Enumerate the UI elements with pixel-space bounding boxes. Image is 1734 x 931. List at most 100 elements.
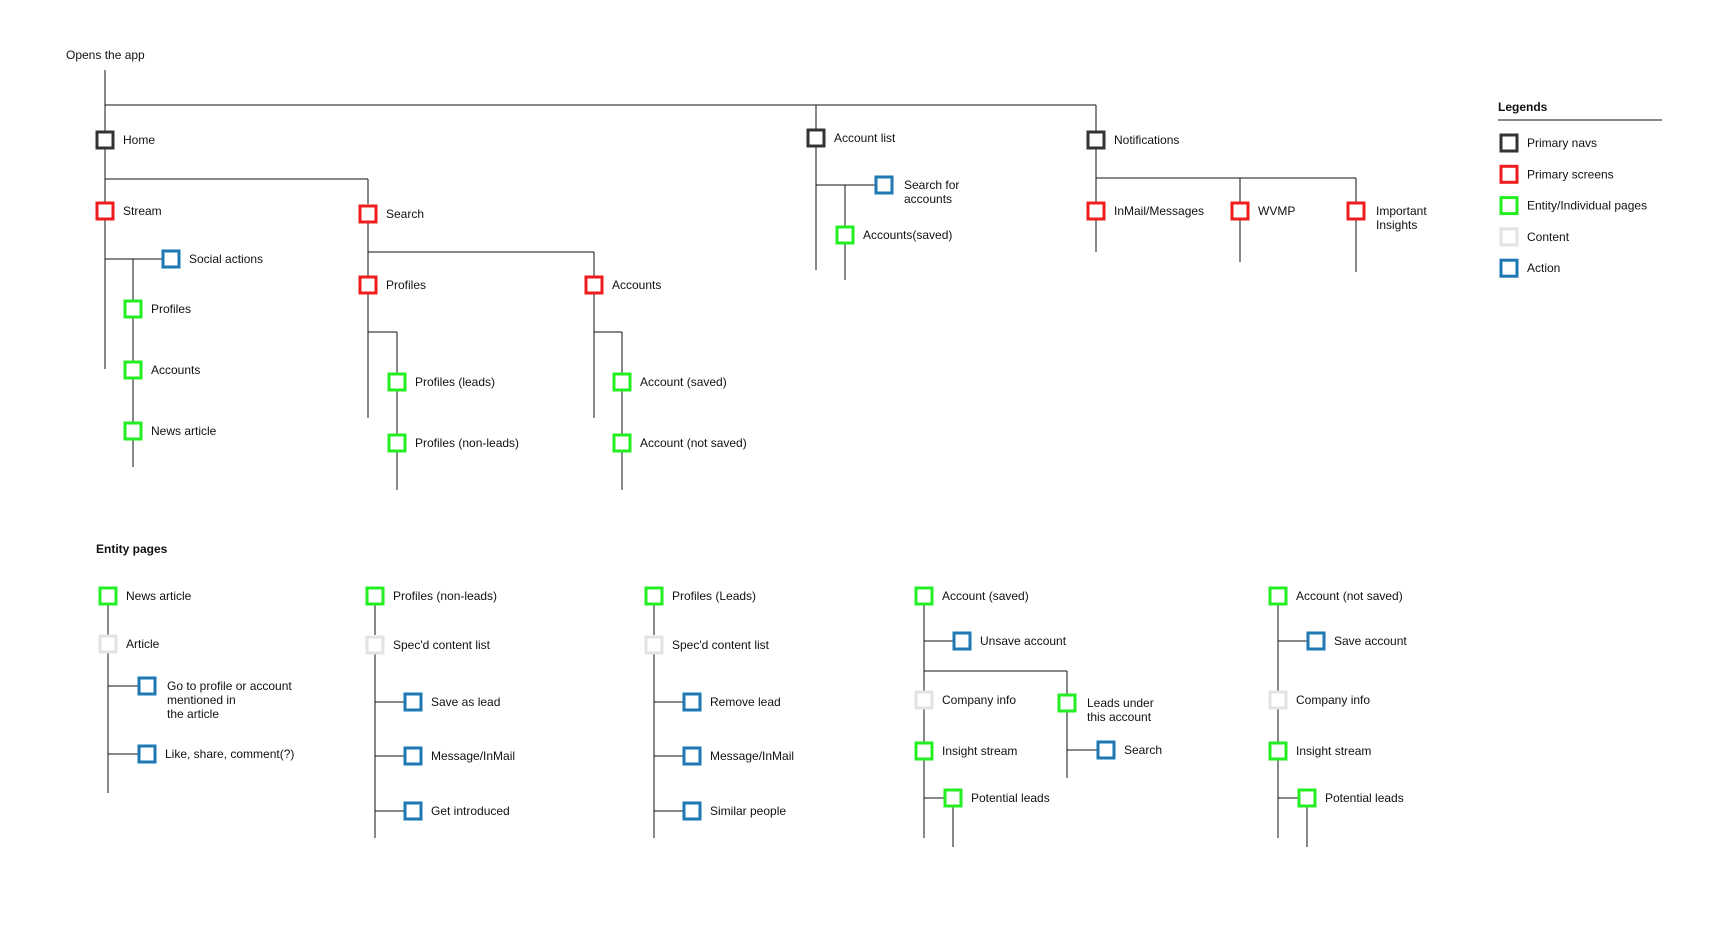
stream-node	[95, 201, 115, 221]
ep-leads-message-node	[682, 746, 702, 766]
ep-goto-profile-node	[137, 676, 157, 696]
social-actions-node	[161, 249, 181, 269]
wvmp-label: WVMP	[1258, 204, 1295, 218]
ep-nonleads-message-label: Message/InMail	[431, 749, 515, 763]
notifications-label: Notifications	[1114, 133, 1179, 147]
inmail-messages-node	[1086, 201, 1106, 221]
search-accounts-label: Accounts	[612, 278, 661, 292]
inmail-messages-label: InMail/Messages	[1114, 204, 1204, 218]
ep-saved-insight-stream-label: Insight stream	[942, 744, 1017, 758]
ep-get-introduced-node	[403, 801, 423, 821]
ep-profiles-leads-node	[644, 586, 664, 606]
ep-account-not-saved-label: Account (not saved)	[1296, 589, 1403, 603]
legend-content-label: Content	[1527, 230, 1570, 244]
ep-like-share-label: Like, share, comment(?)	[165, 747, 294, 761]
stream-news-article-label: News article	[151, 424, 217, 438]
ep-news-article-node	[98, 586, 118, 606]
accounts-saved-label: Accounts(saved)	[863, 228, 952, 242]
ep-article-label: Article	[126, 637, 160, 651]
ep-nonleads-content-label: Spec'd content list	[393, 638, 491, 652]
nav-account-not-saved-label: Account (not saved)	[640, 436, 747, 450]
ep-unsave-account-label: Unsave account	[980, 634, 1067, 648]
home-label: Home	[123, 133, 155, 147]
profiles-nonleads-label: Profiles (non-leads)	[415, 436, 519, 450]
ep-notsaved-company-info-label: Company info	[1296, 693, 1370, 707]
nav-account-not-saved-node	[612, 433, 632, 453]
ep-notsaved-potential-leads-label: Potential leads	[1325, 791, 1404, 805]
stream-profiles-node	[123, 299, 143, 319]
account-list-node	[806, 128, 826, 148]
ep-saved-company-info-label: Company info	[942, 693, 1016, 707]
search-label: Search	[386, 207, 424, 221]
search-profiles-node	[358, 275, 378, 295]
ep-account-not-saved-node	[1268, 586, 1288, 606]
ep-leads-content-node	[644, 635, 664, 655]
ep-article-node	[98, 634, 118, 654]
legend-primary_nav-node	[1499, 133, 1519, 153]
profiles-leads-label: Profiles (leads)	[415, 375, 495, 389]
search-node	[358, 204, 378, 224]
legend-entity_page-node	[1499, 196, 1519, 216]
ep-save-as-lead-label: Save as lead	[431, 695, 500, 709]
ep-remove-lead-label: Remove lead	[710, 695, 781, 709]
ep-similar-people-node	[682, 801, 702, 821]
ep-leads-message-label: Message/InMail	[710, 749, 794, 763]
profiles-leads-node	[387, 372, 407, 392]
ep-remove-lead-node	[682, 692, 702, 712]
ep-saved-potential-leads-label: Potential leads	[971, 791, 1050, 805]
ep-notsaved-potential-leads-node	[1297, 788, 1317, 808]
ep-nonleads-message-node	[403, 746, 423, 766]
ep-similar-people-label: Similar people	[710, 804, 786, 818]
ep-get-introduced-label: Get introduced	[431, 804, 510, 818]
ep-notsaved-insight-stream-node	[1268, 741, 1288, 761]
legend-entity_page-label: Entity/Individual pages	[1527, 199, 1647, 213]
important-insights-node	[1346, 201, 1366, 221]
search-accounts-node	[584, 275, 604, 295]
ep-profiles-nonleads-label: Profiles (non-leads)	[393, 589, 497, 603]
legend-title: Legends	[1498, 100, 1548, 114]
ep-saved-potential-leads-node	[943, 788, 963, 808]
ep-leads-content-label: Spec'd content list	[672, 638, 770, 652]
ep-save-account-node	[1306, 631, 1326, 651]
connector-lines	[104, 70, 1662, 847]
ep-saved-insight-stream-node	[914, 741, 934, 761]
stream-accounts-node	[123, 360, 143, 380]
ep-like-share-node	[137, 744, 157, 764]
ep-account-saved-node	[914, 586, 934, 606]
ep-saved-search-node	[1096, 740, 1116, 760]
ep-account-saved-label: Account (saved)	[942, 589, 1029, 603]
profiles-nonleads-node	[387, 433, 407, 453]
legend-action-node	[1499, 258, 1519, 278]
ep-saved-search-label: Search	[1124, 743, 1162, 757]
ep-saved-company-info-node	[914, 690, 934, 710]
stream-news-article-node	[123, 421, 143, 441]
accounts-saved-node	[835, 225, 855, 245]
entity-pages-title: Entity pages	[96, 542, 168, 556]
ep-notsaved-company-info-node	[1268, 690, 1288, 710]
wvmp-node	[1230, 201, 1250, 221]
ep-unsave-account-node	[952, 631, 972, 651]
legend-primary_screen-label: Primary screens	[1527, 167, 1614, 181]
legend-action-label: Action	[1527, 261, 1560, 275]
ep-nonleads-content-node	[365, 635, 385, 655]
nav-account-saved-label: Account (saved)	[640, 375, 727, 389]
ep-save-account-label: Save account	[1334, 634, 1407, 648]
ep-profiles-nonleads-node	[365, 586, 385, 606]
social-actions-label: Social actions	[189, 252, 263, 266]
account-list-label: Account list	[834, 131, 896, 145]
home-node	[95, 130, 115, 150]
nav-account-saved-node	[612, 372, 632, 392]
ep-profiles-leads-label: Profiles (Leads)	[672, 589, 756, 603]
stream-profiles-label: Profiles	[151, 302, 191, 316]
notifications-node	[1086, 130, 1106, 150]
legend-primary_screen-node	[1499, 164, 1519, 184]
search-for-accounts-node	[874, 175, 894, 195]
stream-label: Stream	[123, 204, 162, 218]
ep-news-article-label: News article	[126, 589, 192, 603]
ep-leads-under-node	[1057, 693, 1077, 713]
